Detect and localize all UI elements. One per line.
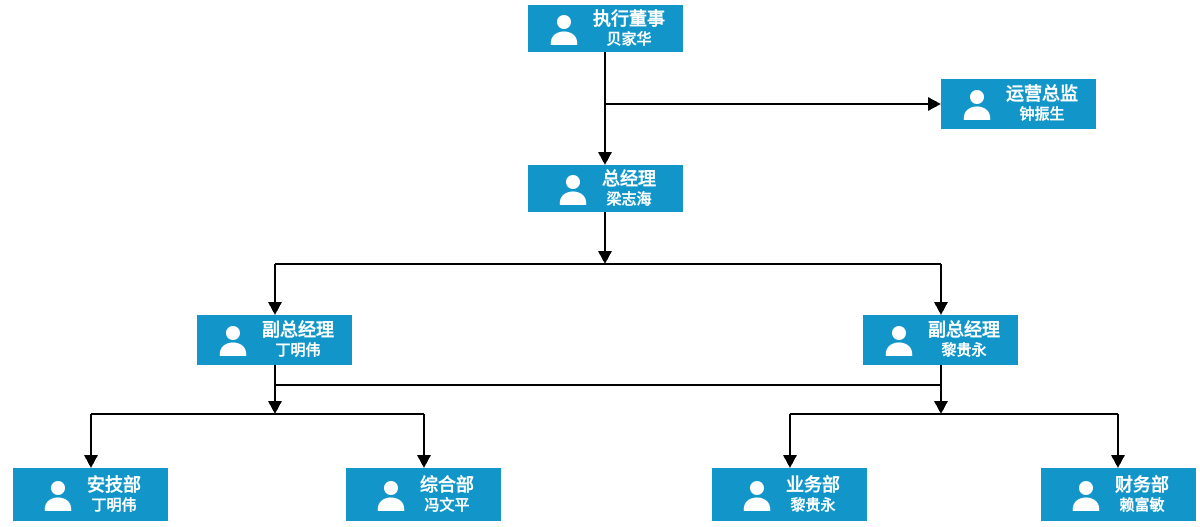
node-title: 总经理 <box>602 168 656 189</box>
node-title: 运营总监 <box>1006 84 1078 104</box>
node-name: 黎贵永 <box>790 496 836 514</box>
arrowhead-ops <box>928 97 941 111</box>
node-title: 安技部 <box>87 474 141 495</box>
node-name: 赖富敏 <box>1119 496 1165 514</box>
person-icon <box>881 322 917 358</box>
person-icon <box>959 86 995 122</box>
person-icon <box>739 477 775 513</box>
person-icon <box>373 477 409 513</box>
org-node-dept-finance[interactable]: 财务部 赖富敏 <box>1041 468 1196 521</box>
org-node-dept-business[interactable]: 业务部 黎贵永 <box>712 468 867 521</box>
person-icon <box>1068 477 1104 513</box>
arrowhead-vp-right <box>934 302 948 315</box>
node-name: 丁明伟 <box>91 496 137 514</box>
org-node-deputy-gm-right[interactable]: 副总经理 黎贵永 <box>863 315 1018 365</box>
person-icon <box>40 477 76 513</box>
node-name: 贝家华 <box>606 30 652 48</box>
node-name: 丁明伟 <box>275 342 321 359</box>
arrowhead-dept-safety <box>84 455 98 468</box>
arrowhead-vp-left <box>268 302 282 315</box>
arrowhead-vp-left-bar <box>268 401 282 414</box>
org-node-dept-safety[interactable]: 安技部 丁明伟 <box>13 468 168 521</box>
org-node-general-manager[interactable]: 总经理 梁志海 <box>528 165 683 212</box>
node-title: 综合部 <box>420 474 474 495</box>
node-name: 钟振生 <box>1019 106 1065 123</box>
node-name: 梁志海 <box>606 190 652 208</box>
arrowhead-dept-general <box>417 455 431 468</box>
node-title: 副总经理 <box>928 320 1000 340</box>
arrowheads <box>84 97 1125 468</box>
person-icon <box>215 322 251 358</box>
node-name: 黎贵永 <box>941 342 987 359</box>
org-node-executive-director[interactable]: 执行董事 贝家华 <box>528 5 683 52</box>
node-title: 业务部 <box>786 474 840 495</box>
person-icon <box>546 11 582 47</box>
node-name: 冯文平 <box>424 496 470 514</box>
person-icon <box>555 171 591 207</box>
arrowhead-dept-business <box>783 455 797 468</box>
arrowhead-vp-right-bar <box>934 401 948 414</box>
arrowhead-dept-finance <box>1111 455 1125 468</box>
org-node-dept-general[interactable]: 综合部 冯文平 <box>346 468 501 521</box>
org-node-operations-director[interactable]: 运营总监 钟振生 <box>941 79 1096 129</box>
org-node-deputy-gm-left[interactable]: 副总经理 丁明伟 <box>197 315 352 365</box>
node-title: 执行董事 <box>593 8 665 29</box>
node-title: 副总经理 <box>262 320 334 340</box>
arrowhead-gm-bar <box>598 251 612 264</box>
arrowhead-gm <box>598 152 612 165</box>
node-title: 财务部 <box>1115 474 1169 495</box>
